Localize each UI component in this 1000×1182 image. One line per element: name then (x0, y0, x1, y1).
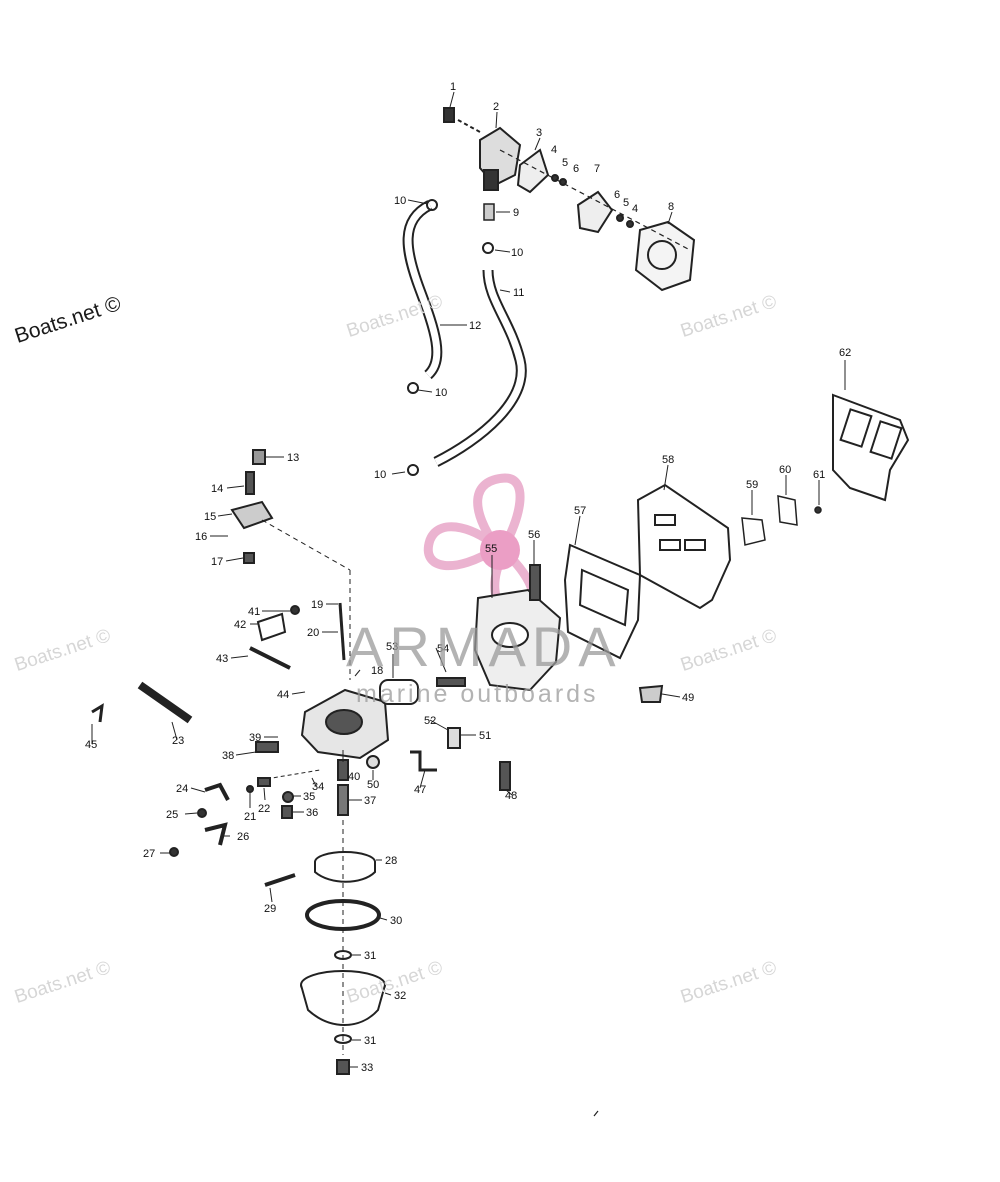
part-label: 44 (277, 689, 289, 701)
part-label: 41 (248, 606, 260, 618)
part-label: 48 (505, 790, 517, 802)
part-label: 28 (385, 855, 397, 867)
part-label: 9 (513, 207, 519, 219)
part-label: 18 (371, 665, 383, 677)
part-label: 15 (204, 511, 216, 523)
part-label: 57 (574, 505, 586, 517)
intake-manifold (473, 564, 664, 703)
part-label: 23 (172, 735, 184, 747)
reed-plate-58 (636, 483, 732, 610)
part-label: 27 (143, 848, 155, 860)
part-label: 12 (469, 320, 481, 332)
part-label: 59 (746, 479, 758, 491)
part-label: 14 (211, 483, 223, 495)
part-label: 22 (258, 803, 270, 815)
part-label: 29 (264, 903, 276, 915)
logo-wordmark: ARMADA (346, 615, 622, 678)
part-label: 37 (364, 795, 376, 807)
part-label: 49 (682, 692, 694, 704)
part-label: 55 (485, 543, 497, 555)
part-label: 56 (528, 529, 540, 541)
part-label: 60 (779, 464, 791, 476)
reed-parts-59-61 (741, 495, 822, 546)
fuel-pump-assembly (443, 107, 696, 292)
part-label: 47 (414, 784, 426, 796)
part-label: 5 (562, 157, 568, 169)
part-label: 17 (211, 556, 223, 568)
part-label: 61 (813, 469, 825, 481)
part-label: 52 (424, 715, 436, 727)
part-label: 40 (348, 771, 360, 783)
part-label: 32 (394, 990, 406, 1002)
part-label: 21 (244, 811, 256, 823)
part-label: 51 (479, 730, 491, 742)
gasket-57 (563, 543, 642, 660)
part-label: 13 (287, 452, 299, 464)
part-label: 50 (367, 779, 379, 791)
part-label: 8 (668, 201, 674, 213)
part-label: 10 (394, 195, 406, 207)
part-label: 26 (237, 831, 249, 843)
gasket-62 (832, 393, 910, 502)
part-label: 43 (216, 653, 228, 665)
part-label: 10 (511, 247, 523, 259)
part-label: 4 (632, 203, 638, 215)
part-label: 20 (307, 627, 319, 639)
part-label: 62 (839, 347, 851, 359)
part-label: 42 (234, 619, 246, 631)
part-label: 19 (311, 599, 323, 611)
logo-tagline: marine outboards (356, 680, 599, 708)
part-label: 33 (361, 1062, 373, 1074)
part-label: 35 (303, 791, 315, 803)
part-label: 11 (513, 287, 524, 299)
part-label: 7 (594, 163, 600, 175)
part-label: 2 (493, 101, 499, 113)
part-label: 3 (536, 127, 542, 139)
part-label: 36 (306, 807, 318, 819)
part-label: 1 (450, 81, 456, 93)
part-label: 16 (195, 531, 207, 543)
part-label: 39 (249, 732, 261, 744)
linkage-parts (91, 449, 351, 724)
stray-mark (593, 1110, 599, 1117)
part-label: 58 (662, 454, 674, 466)
part-label: 6 (614, 189, 620, 201)
part-label: 53 (386, 641, 398, 653)
part-label: 54 (437, 643, 449, 655)
part-label: 4 (551, 144, 557, 156)
part-label: 10 (374, 469, 386, 481)
part-label: 24 (176, 783, 188, 795)
float-bowl-assembly (169, 777, 386, 1075)
part-label: 30 (390, 915, 402, 927)
part-label: 25 (166, 809, 178, 821)
part-number-labels: 1 2 3 4 5 6 7 6 5 4 8 9 10 10 11 12 10 1… (85, 81, 851, 1074)
part-label: 6 (573, 163, 579, 175)
leader-lines (91, 91, 846, 1068)
fuel-hoses (402, 199, 527, 476)
part-label: 45 (85, 739, 97, 751)
part-label: 31 (364, 1035, 376, 1047)
part-label: 31 (364, 950, 376, 962)
carburetor-body (255, 677, 511, 816)
part-label: 5 (623, 197, 629, 209)
part-label: 34 (312, 781, 324, 793)
part-label: 10 (435, 387, 447, 399)
part-label: 38 (222, 750, 234, 762)
